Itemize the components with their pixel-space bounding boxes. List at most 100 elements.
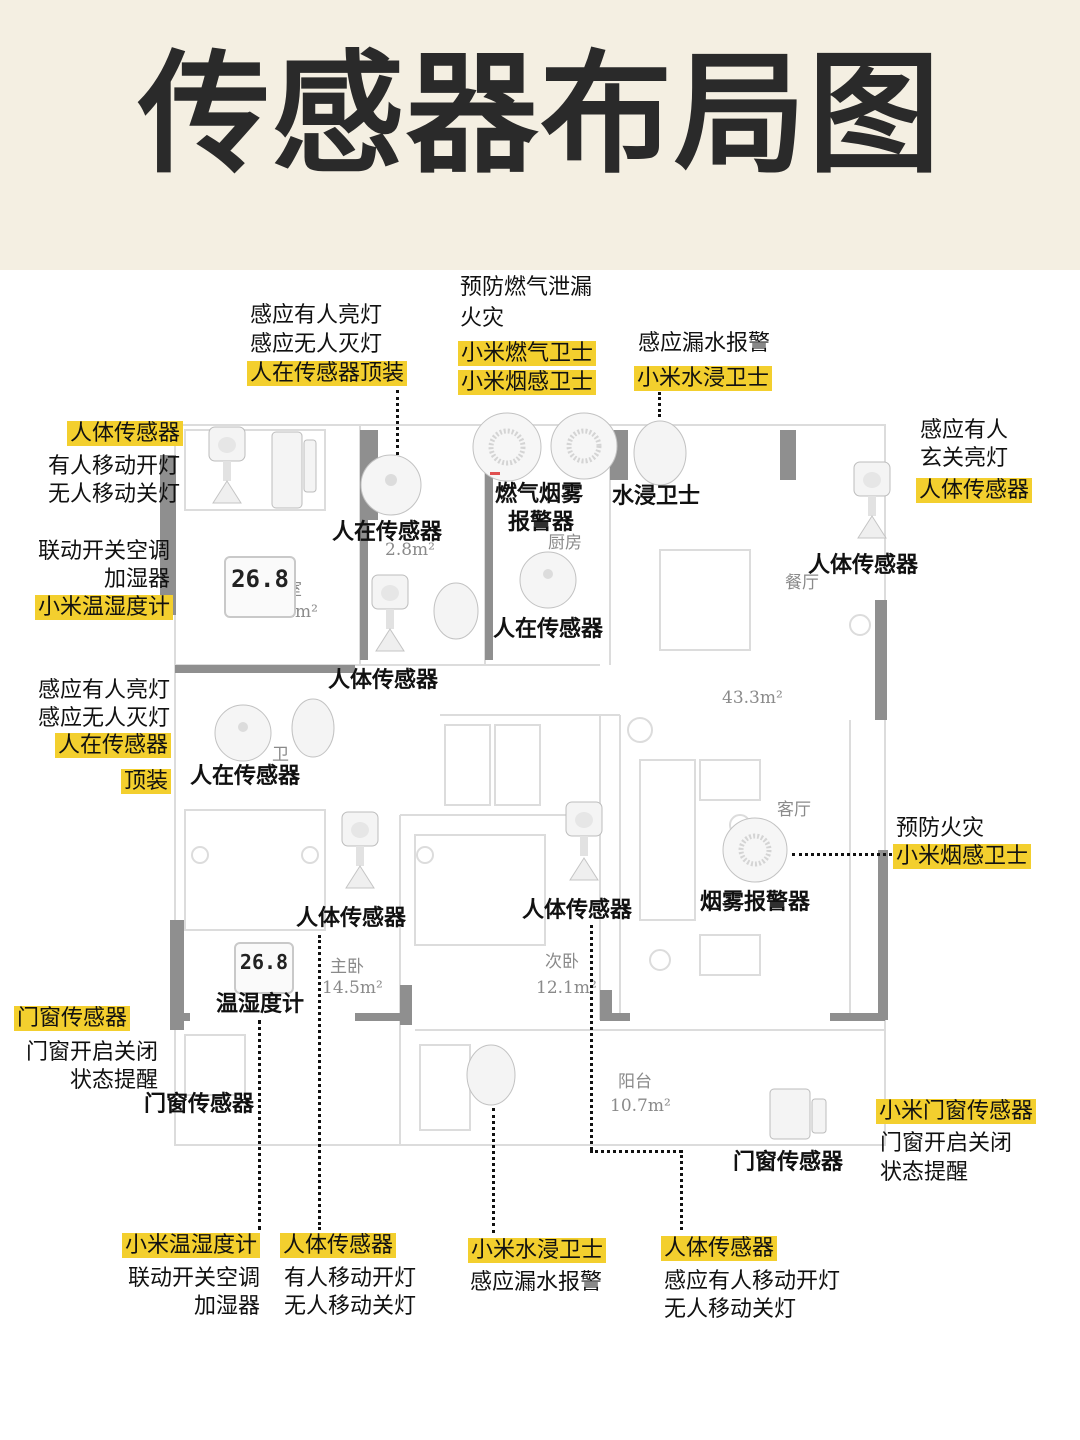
- presence-sensor-icon: [360, 454, 422, 516]
- smoke-alarm-icon: [722, 817, 788, 883]
- room-master-name: 主卧: [330, 957, 364, 977]
- body-sensor-icon: [565, 801, 603, 881]
- room-balcony-name: 阳台: [618, 1072, 652, 1092]
- callout-text: 感应有人移动开灯: [664, 1269, 841, 1294]
- room-dining: 餐厅: [785, 573, 819, 593]
- thermometer-device: 26.8: [224, 556, 296, 618]
- device-tag: 人体传感器: [296, 906, 407, 931]
- thermometer-reading: 26.8: [239, 950, 289, 974]
- door-sensor-icon: [769, 1088, 827, 1140]
- leader-line: [590, 1150, 682, 1153]
- body-sensor-icon: [853, 461, 891, 539]
- callout-highlight: 门窗传感器: [14, 1006, 131, 1031]
- callout-highlight: 小米门窗传感器: [876, 1099, 1037, 1124]
- device-tag: 人在传感器: [190, 764, 301, 789]
- callout-text: 门窗开启关闭: [25, 1040, 158, 1065]
- callout-highlight: 人在传感器: [54, 733, 171, 758]
- leader-line: [680, 1150, 683, 1230]
- callout-text: 感应无人灭灯: [37, 706, 170, 731]
- device-tag: 燃气烟雾: [495, 482, 584, 507]
- device-tag: 水浸卫士: [612, 484, 701, 509]
- callout-highlight: 小米烟感卫士: [458, 370, 597, 395]
- smoke-alarm-icon: [550, 412, 618, 480]
- callout-text: 有人移动开灯: [284, 1266, 417, 1291]
- callout-highlight: 小米水浸卫士: [634, 366, 773, 391]
- device-tag: 温湿度计: [216, 992, 305, 1017]
- water-sensor-icon: [633, 420, 687, 486]
- callout-highlight: 小米温湿度计: [121, 1233, 260, 1258]
- callout-text: 门窗开启关闭: [880, 1131, 1013, 1156]
- floor-plan: [160, 424, 888, 1146]
- room-master-area: 14.5m²: [322, 978, 383, 998]
- header-banner: [0, 0, 1080, 270]
- device-tag: 人体传感器: [328, 668, 439, 693]
- callout-highlight: 小米温湿度计: [34, 595, 173, 620]
- callout-highlight: 小米燃气卫士: [458, 341, 597, 366]
- thermometer-device: 26.8: [234, 942, 294, 994]
- room-kitchen: 厨房: [548, 533, 582, 553]
- callout-text: 感应无人灭灯: [250, 332, 383, 357]
- callout-highlight: 人在传感器顶装: [247, 361, 408, 386]
- callout-text: 无人移动关灯: [664, 1297, 797, 1322]
- water-sensor-icon: [291, 698, 335, 758]
- callout-highlight: 顶装: [120, 769, 171, 794]
- callout-highlight: 小米水浸卫士: [468, 1238, 607, 1263]
- room-bath1-area: 2.8m²: [385, 540, 435, 560]
- body-sensor-icon: [208, 426, 246, 504]
- callout-text: 火灾: [460, 306, 505, 331]
- water-sensor-icon: [466, 1044, 516, 1106]
- callout-text: 玄关亮灯: [920, 446, 1009, 471]
- callout-text: 联动开关空调: [127, 1266, 260, 1291]
- callout-text: 无人移动关灯: [284, 1294, 417, 1319]
- leader-line: [318, 935, 321, 1230]
- device-tag: 人在传感器: [332, 520, 443, 545]
- device-tag: 人在传感器: [493, 617, 604, 642]
- leader-line: [492, 1108, 495, 1233]
- callout-text: 加湿器: [193, 1294, 260, 1319]
- callout-text: 联动开关空调: [37, 539, 170, 564]
- callout-text: 感应有人亮灯: [37, 678, 170, 703]
- callout-highlight: 人体传感器: [66, 421, 183, 446]
- leader-line: [658, 392, 661, 417]
- body-sensor-icon: [371, 574, 409, 652]
- device-tag: 烟雾报警器: [700, 890, 811, 915]
- room-living: 客厅: [777, 800, 811, 820]
- room-second-name: 次卧: [545, 952, 579, 972]
- room-balcony-area: 10.7m²: [610, 1096, 671, 1116]
- device-tag: 报警器: [508, 510, 575, 535]
- leader-line: [590, 925, 593, 1150]
- callout-text: 状态提醒: [880, 1160, 969, 1185]
- presence-sensor-icon: [214, 704, 272, 762]
- callout-highlight: 小米烟感卫士: [893, 844, 1032, 869]
- room-living-area: 43.3m²: [722, 688, 783, 708]
- leader-line: [258, 1020, 261, 1230]
- callout-text: 有人移动开灯: [47, 454, 180, 479]
- leader-line: [396, 390, 399, 455]
- device-tag: 门窗传感器: [144, 1092, 255, 1117]
- page-title: 传感器布局图: [138, 38, 942, 192]
- body-sensor-icon: [341, 811, 379, 889]
- presence-sensor-icon: [519, 551, 577, 609]
- room-second-area: 12.1m²: [536, 978, 597, 998]
- callout-text: 感应有人亮灯: [250, 303, 383, 328]
- callout-highlight: 人体传感器: [280, 1233, 397, 1258]
- device-tag: 人体传感器: [808, 553, 919, 578]
- door-sensor-icon: [271, 431, 317, 509]
- device-tag: 门窗传感器: [733, 1150, 844, 1175]
- callout-text: 状态提醒: [69, 1068, 158, 1093]
- callout-text: 预防燃气泄漏: [460, 275, 593, 300]
- gas-alarm-icon: [472, 412, 542, 482]
- leader-line: [792, 853, 892, 856]
- room-bath2: 卫: [272, 745, 289, 765]
- callout-text: 加湿器: [103, 567, 170, 592]
- callout-text: 感应有人: [920, 418, 1009, 443]
- device-tag: 人体传感器: [522, 898, 633, 923]
- callout-highlight: 人体传感器: [661, 1236, 778, 1261]
- callout-text: 预防火灾: [896, 816, 985, 841]
- callout-text: 感应漏水报警: [470, 1270, 603, 1295]
- callout-text: 感应漏水报警: [638, 331, 771, 356]
- callout-text: 无人移动关灯: [47, 482, 180, 507]
- thermometer-reading: 26.8: [231, 565, 289, 593]
- water-sensor-icon: [433, 582, 479, 640]
- callout-highlight: 人体传感器: [916, 478, 1033, 503]
